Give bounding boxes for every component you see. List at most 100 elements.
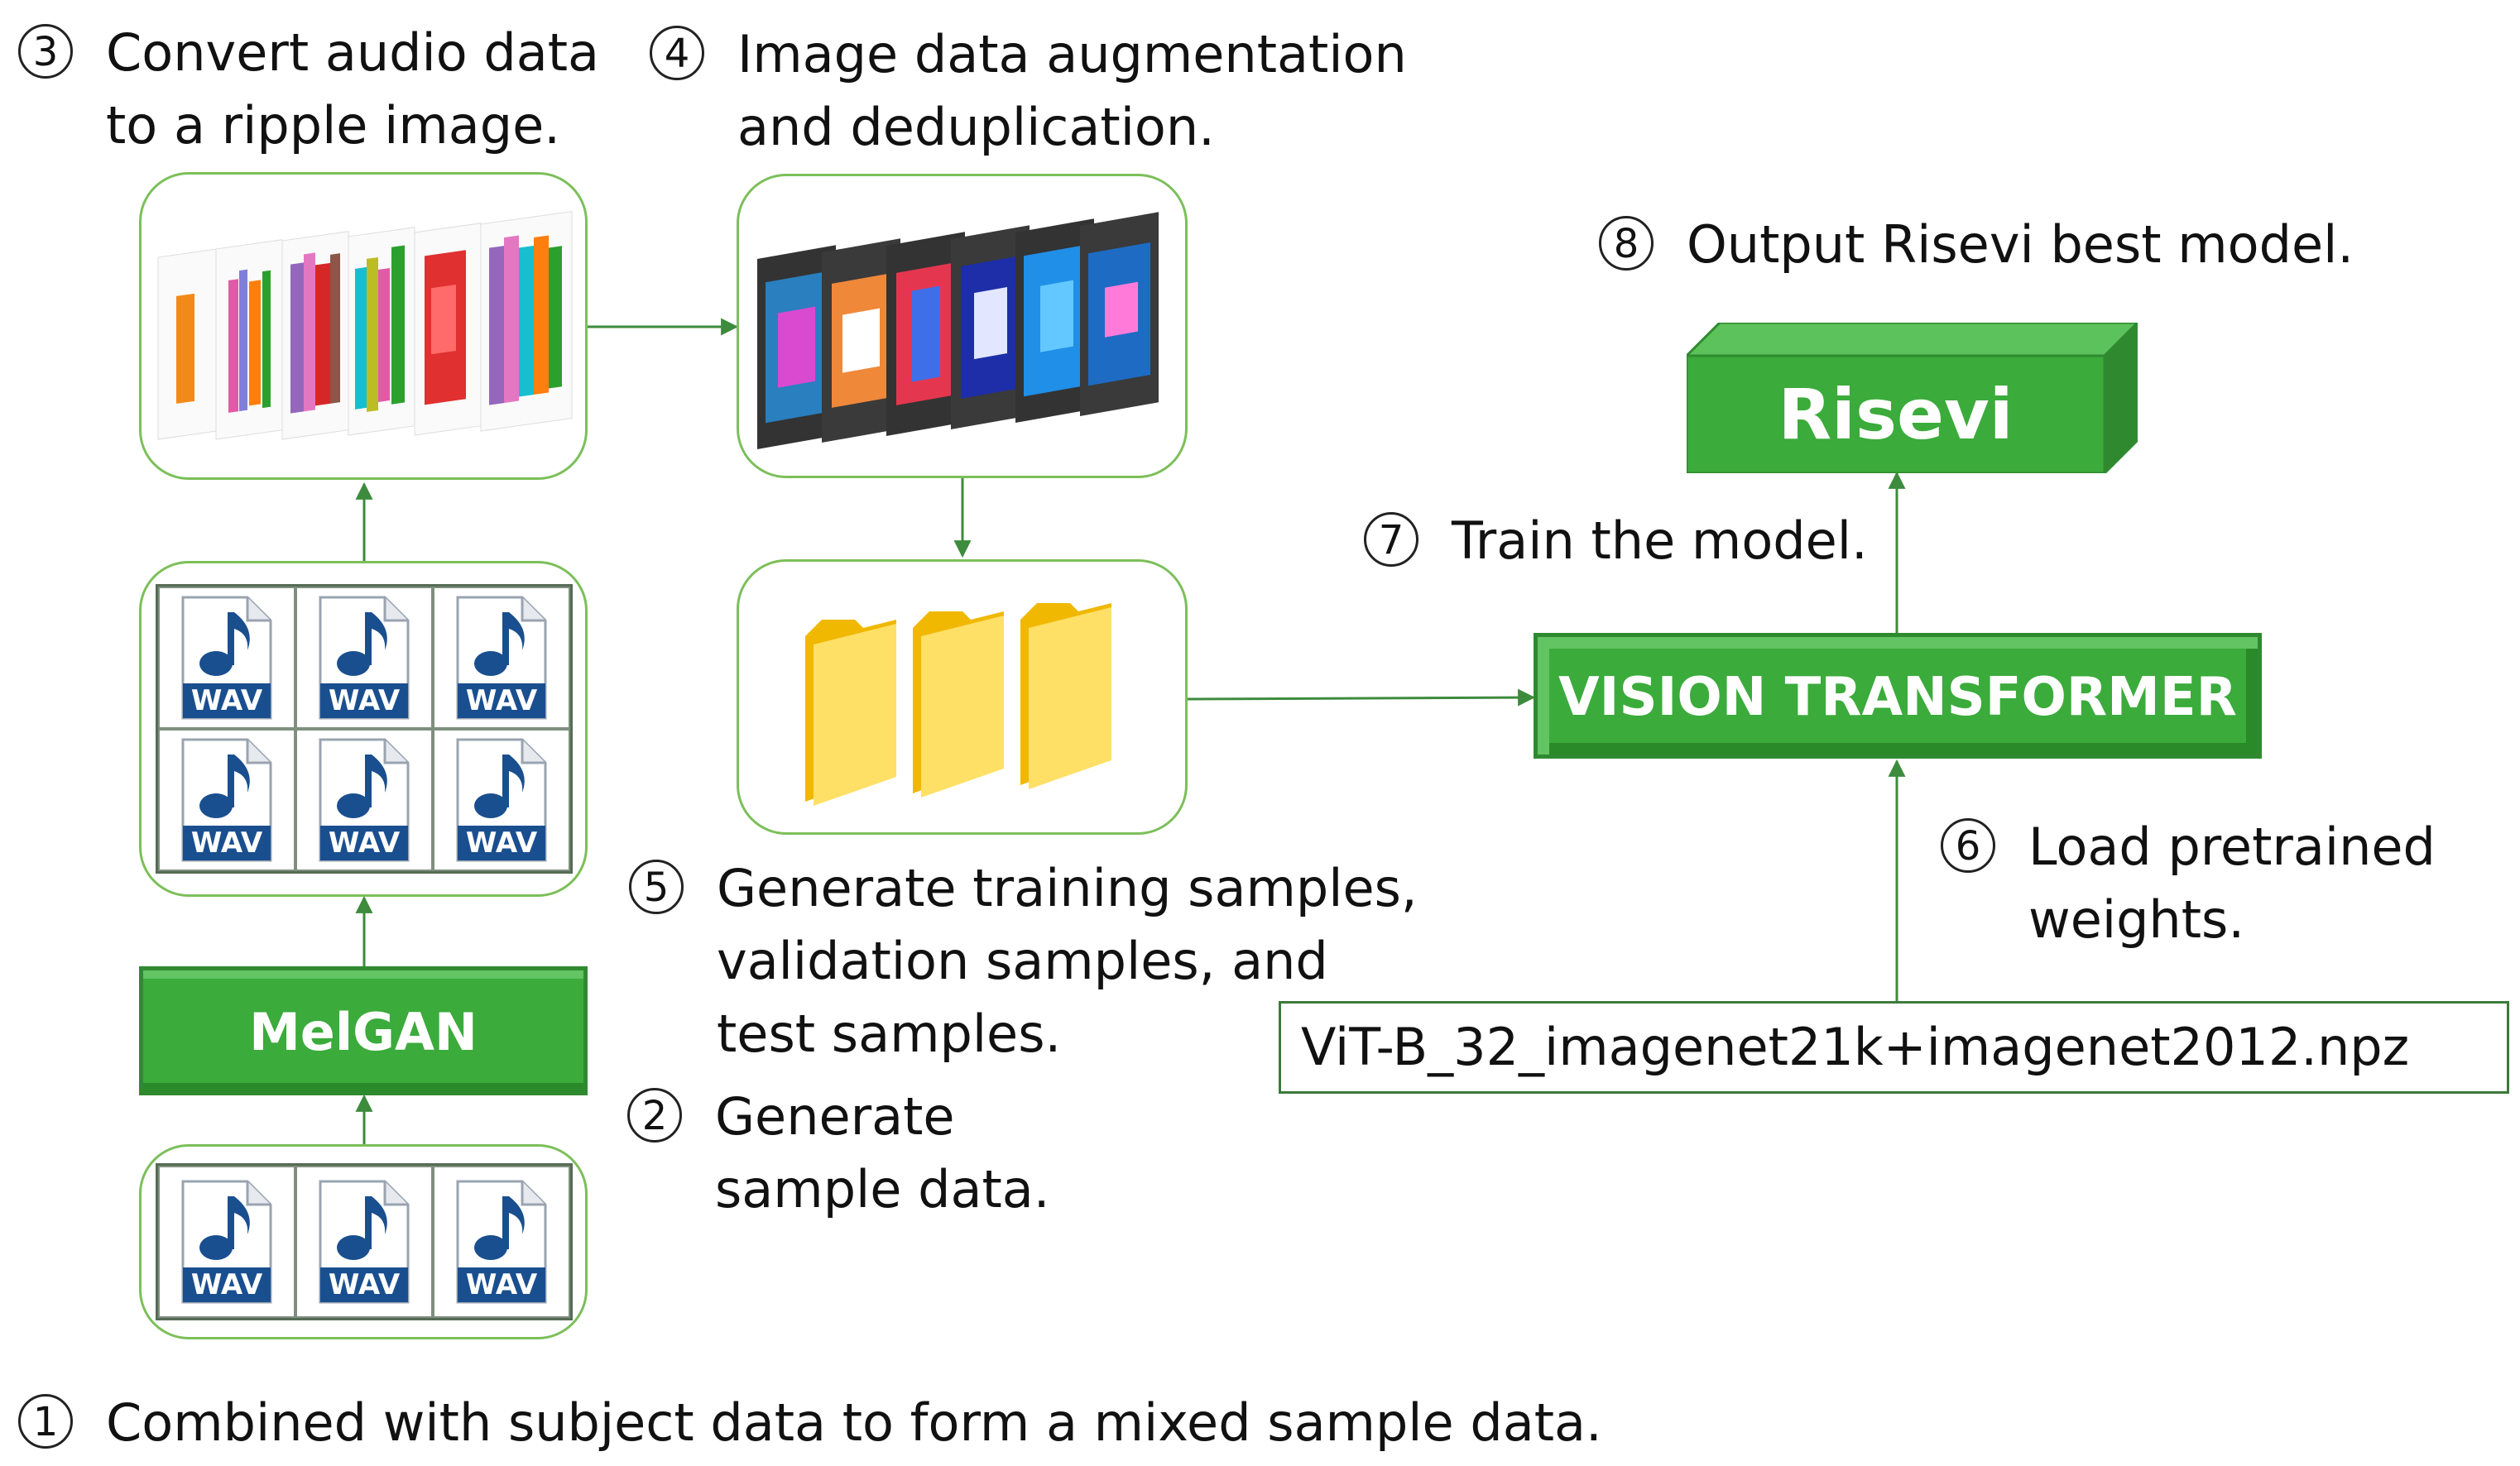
music-note-icon [474, 1196, 525, 1260]
step-6: 6 Load pretrained weights. [1941, 811, 2436, 956]
wav-label: WAV [465, 1268, 538, 1301]
step-number: 7 [1364, 511, 1418, 567]
wav-file-shape [456, 596, 547, 720]
step-number: 4 [650, 25, 704, 80]
wav-label: WAV [328, 826, 401, 860]
folder-icon [913, 611, 1004, 798]
source-wav-box: WAV WAV WAV [139, 1144, 588, 1339]
dataset-folders-box [737, 559, 1188, 835]
wav-label: WAV [190, 684, 263, 717]
step-number: 3 [18, 23, 73, 79]
ripple-images-box [139, 172, 588, 480]
wav-label: WAV [328, 684, 401, 717]
augmented-panel [886, 232, 965, 436]
augmented-panel [757, 245, 836, 449]
source-wav-grid: WAV WAV WAV [156, 1163, 573, 1320]
wav-file-shape [181, 596, 272, 720]
step-text: test samples. [717, 1004, 1062, 1064]
generated-wav-box: WAV WAV WAV WAV WAV WAV [139, 561, 588, 897]
ripple-panel [215, 239, 283, 440]
risevi-box-shape [1687, 323, 2138, 473]
ripple-panel [157, 248, 217, 440]
melgan-box: MelGAN [139, 966, 588, 1095]
wav-file-icon: WAV [181, 1180, 272, 1304]
music-note-icon [199, 755, 250, 818]
step-text: Load pretrained [2028, 817, 2436, 877]
augmented-panel [951, 225, 1030, 429]
step-number: 6 [1941, 817, 1995, 873]
ripple-panel [414, 223, 482, 436]
step-text: Generate [715, 1086, 955, 1147]
step-text: and deduplication. [737, 97, 1215, 157]
wav-label: WAV [465, 826, 538, 860]
augmented-panel [1080, 212, 1159, 416]
music-note-icon [199, 612, 250, 676]
wav-label: WAV [328, 1268, 401, 1301]
step-text: Train the model. [1452, 510, 1868, 571]
risevi-label: Risevi [1778, 374, 2014, 455]
step-text: Image data augmentation [737, 24, 1407, 84]
step-1: 1 Combined with subject data to form a mi… [18, 1387, 1602, 1459]
vision-transformer-box: VISION TRANSFORMER [1534, 633, 2262, 759]
step-text: Convert audio data [106, 22, 600, 83]
wav-file-icon: WAV [456, 1180, 547, 1304]
folder-icon [1020, 603, 1111, 789]
wav-label: WAV [190, 1268, 263, 1301]
step-text: Generate training samples, [717, 858, 1418, 918]
risevi-box: Risevi [1687, 323, 2138, 473]
wav-label: WAV [465, 684, 538, 717]
arrow-folders-to-vit [1187, 688, 1536, 707]
step-number: 8 [1599, 215, 1654, 271]
wav-file-icon: WAV [319, 1180, 410, 1304]
music-note-icon [474, 755, 525, 818]
step-text: to a ripple image. [106, 95, 560, 156]
step-4: 4 Image data augmentation and deduplicatio… [650, 18, 1407, 164]
augmented-panel [822, 238, 900, 443]
weights-filename: ViT-B_32_imagenet21k+imagenet2012.npz [1301, 1017, 2410, 1077]
music-note-icon [337, 755, 387, 818]
augmented-images-box [737, 174, 1188, 478]
augmented-panel [1015, 218, 1094, 423]
step-text: Output Risevi best model. [1687, 214, 2354, 275]
music-note-icon [199, 1196, 250, 1260]
wav-file-shape [181, 1180, 272, 1304]
wav-file-icon: WAV [181, 738, 272, 862]
step-number: 2 [627, 1087, 682, 1143]
step-5: 5 Generate training samples, validation sa… [629, 852, 1418, 1071]
folder-icon [805, 620, 896, 806]
generated-wav-grid: WAV WAV WAV WAV WAV WAV [156, 584, 573, 874]
ripple-panel [348, 227, 415, 436]
ripple-images-illustration [157, 210, 573, 440]
wav-label: WAV [190, 826, 263, 860]
dataset-folders-illustration [805, 603, 1111, 806]
wav-file-icon: WAV [456, 596, 547, 720]
wav-file-shape [319, 1180, 410, 1304]
step-text: validation samples, and [717, 931, 1328, 991]
augmented-images-illustration [757, 212, 1159, 449]
music-note-icon [337, 1196, 387, 1260]
step-number: 5 [629, 859, 684, 914]
step-7: 7 Train the model. [1364, 505, 1868, 577]
step-text: sample data. [715, 1159, 1050, 1219]
music-note-icon [337, 612, 387, 676]
wav-file-icon: WAV [319, 738, 410, 862]
step-8: 8 Output Risevi best model. [1599, 208, 2354, 281]
music-note-icon [474, 612, 525, 676]
vision-transformer-label: VISION TRANSFORMER [1558, 667, 2237, 728]
wav-file-shape [456, 1180, 547, 1304]
ripple-panel [480, 210, 573, 432]
wav-file-icon: WAV [456, 738, 547, 862]
wav-file-shape [456, 738, 547, 862]
wav-file-shape [319, 738, 410, 862]
wav-file-shape [181, 738, 272, 862]
wav-file-icon: WAV [319, 596, 410, 720]
step-text: weights. [2028, 889, 2245, 950]
step-2: 2 Generate sample data. [627, 1080, 1049, 1226]
ripple-panel [281, 231, 349, 440]
melgan-label: MelGAN [249, 1002, 478, 1062]
step-text: Combined with subject data to form a mix… [106, 1392, 1602, 1453]
step-number: 1 [18, 1393, 73, 1449]
wav-file-icon: WAV [181, 596, 272, 720]
wav-file-shape [319, 596, 410, 720]
